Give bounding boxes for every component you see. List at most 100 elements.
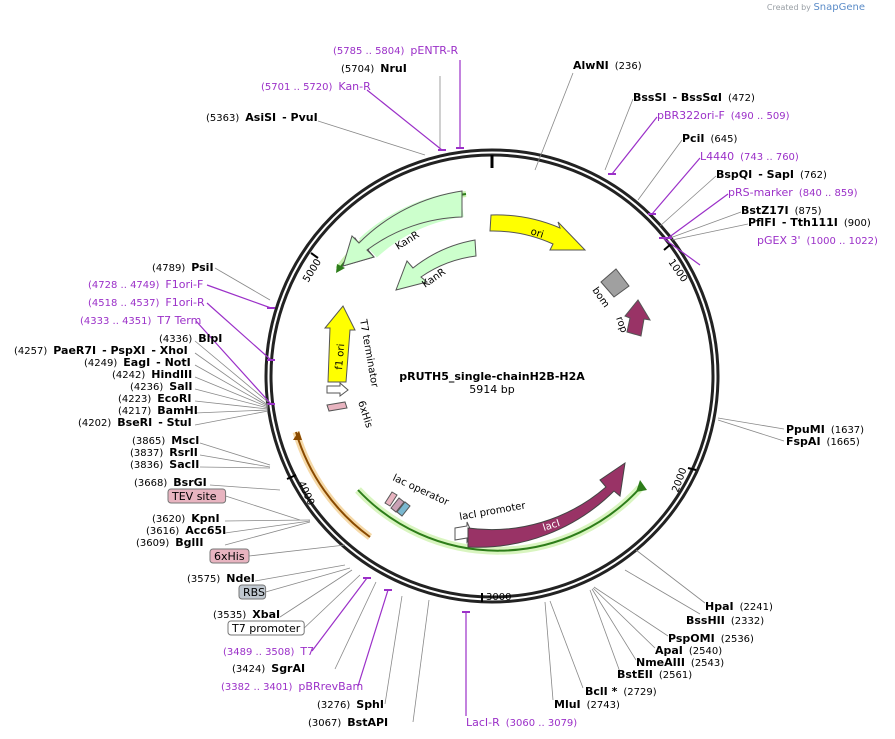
- label-pentr-r[interactable]: (5785 .. 5804)pENTR-R: [333, 44, 458, 57]
- callout-pflfi: [671, 223, 749, 241]
- label-bseri[interactable]: (4202)BseRI- StuI: [78, 416, 192, 429]
- label-mlui[interactable]: MluI(2743): [554, 698, 620, 711]
- feature-6xhis[interactable]: 6xHis: [326, 400, 374, 430]
- label-t7[interactable]: (3489 .. 3508)T7: [223, 645, 314, 658]
- svg-text:6xHis: 6xHis: [355, 400, 374, 430]
- label-rsrii[interactable]: (3837)RsrII: [130, 446, 198, 459]
- feature-orf-orange: [292, 431, 373, 540]
- label-sphi-part-1: SphI: [356, 698, 384, 711]
- label-bstapi[interactable]: (3067)BstAPI: [308, 716, 388, 729]
- label-bsrgi[interactable]: (3668)BsrGI: [134, 476, 207, 489]
- label-sgrai[interactable]: (3424)SgrAI: [232, 662, 305, 675]
- label-xbai[interactable]: (3535)XbaI: [213, 608, 280, 621]
- label-bsshii[interactable]: BssHII(2332): [686, 614, 764, 627]
- label-sacii-part-0: (3836): [130, 460, 163, 471]
- label-fspai[interactable]: FspAI(1665): [786, 435, 860, 448]
- boxed-feature-3[interactable]: T7 promoter: [231, 622, 301, 635]
- label-bspqi-part-2: (762): [800, 170, 827, 181]
- label-hpai[interactable]: HpaI(2241): [705, 600, 773, 613]
- label-pflfi-part-1: - Tth111I: [782, 216, 838, 229]
- label-laci-r[interactable]: LacI-R(3060 .. 3079): [466, 716, 577, 729]
- feature-rop[interactable]: rop: [613, 299, 651, 337]
- label-asisi-part-1: AsiSI: [245, 111, 276, 124]
- label-psii[interactable]: (4789)PsiI: [152, 261, 214, 274]
- label-hpai-part-0: HpaI: [705, 600, 734, 613]
- label-laci-r-part-1: (3060 .. 3079): [506, 718, 578, 729]
- label-bsssi[interactable]: BssSI- BssSαI(472): [633, 91, 755, 104]
- label-nrui[interactable]: (5704)NruI: [341, 62, 407, 75]
- label-hindiii[interactable]: (4242)HindIII: [112, 368, 192, 381]
- label-bstz17i[interactable]: BstZ17I(875): [741, 204, 822, 217]
- label-bsssi-part-1: - BssSαI: [673, 91, 722, 104]
- label-bamhi[interactable]: (4217)BamHI: [118, 404, 198, 417]
- label-t7term[interactable]: (4333 .. 4351)T7 Term: [80, 314, 201, 327]
- label-eagi-part-1: EagI: [123, 356, 150, 369]
- label-nrui-part-0: (5704): [341, 64, 374, 75]
- label-f1ori-r[interactable]: (4518 .. 4537)F1ori-R: [88, 296, 205, 309]
- box-1: [209, 548, 250, 564]
- callout-f1ori-r: [206, 302, 272, 361]
- label-sali[interactable]: (4236)SalI: [130, 380, 192, 393]
- label-ecori[interactable]: (4223)EcoRI: [118, 392, 191, 405]
- feature-kanr-1[interactable]: KanR: [342, 190, 464, 267]
- label-blpi[interactable]: (4336)BlpI: [159, 332, 222, 345]
- label-l4440[interactable]: L4440(743 .. 760): [700, 150, 799, 163]
- feature-bom[interactable]: bom: [590, 268, 630, 310]
- label-apai[interactable]: ApaI(2540): [655, 644, 722, 657]
- label-nmeaiii[interactable]: NmeAIII(2543): [636, 656, 724, 669]
- label-msci[interactable]: (3865)MscI: [132, 434, 199, 447]
- label-bglii[interactable]: (3609)BglII: [136, 536, 203, 549]
- feature-ori[interactable]: ori: [489, 214, 587, 251]
- callout-sgrai: [334, 581, 377, 670]
- callout-pbr322ori-f: [611, 116, 658, 175]
- feature-f1-ori[interactable]: f1 ori: [323, 305, 356, 383]
- label-pbr322ori-f[interactable]: pBR322ori-F(490 .. 509): [657, 109, 790, 122]
- label-alwni[interactable]: AlwNI(236): [573, 59, 642, 72]
- label-sacii[interactable]: (3836)SacII: [130, 458, 199, 471]
- boxed-feature-0[interactable]: TEV site: [171, 490, 217, 503]
- callout-blpi: [194, 340, 269, 403]
- label-rsrii-part-0: (3837): [130, 448, 163, 459]
- label-acc65i[interactable]: (3616)Acc65I: [146, 524, 226, 537]
- label-bspqi[interactable]: BspQI- SapI(762): [716, 168, 827, 181]
- callout-bstapi: [412, 599, 430, 723]
- label-pcii[interactable]: PciI(645): [682, 132, 737, 145]
- label-pgex3[interactable]: pGEX 3'(1000 .. 1022): [757, 234, 878, 247]
- label-acc65i-part-1: Acc65I: [185, 524, 226, 537]
- label-f1ori-f-part-1: F1ori-F: [165, 278, 203, 291]
- feature-lac-operator[interactable]: lac operator: [384, 473, 451, 517]
- callout-box-1: [248, 544, 346, 557]
- label-sphi[interactable]: (3276) SphI: [317, 698, 384, 711]
- boxed-feature-2[interactable]: RBS: [243, 586, 265, 599]
- callout-psii: [214, 267, 271, 301]
- label-f1ori-f-part-0: (4728 .. 4749): [88, 280, 160, 291]
- svg-text:rop: rop: [613, 315, 629, 334]
- label-f1ori-f[interactable]: (4728 .. 4749) F1ori-F: [88, 278, 203, 291]
- label-paer7i[interactable]: (4257)PaeR7I- PspXI- XhoI: [14, 344, 188, 357]
- label-bcli[interactable]: BclI *(2729): [585, 685, 657, 698]
- callout-pspomi: [593, 586, 669, 637]
- label-sphi-part-0: (3276): [317, 700, 350, 711]
- feature-kanr-2[interactable]: KanR: [395, 239, 477, 291]
- label-eagi[interactable]: (4249)EagI- NotI: [84, 356, 191, 369]
- label-ndei-part-0: (3575): [187, 574, 220, 585]
- label-pspomi[interactable]: PspOMI(2536): [668, 632, 754, 645]
- label-kan-r[interactable]: (5701 .. 5720)Kan-R: [261, 80, 371, 93]
- label-pcii-part-0: PciI: [682, 132, 704, 145]
- callout-kan-r: [366, 89, 443, 151]
- label-asisi[interactable]: (5363)AsiSI- PvuI: [206, 111, 318, 124]
- label-pbrrevbam[interactable]: (3382 .. 3401)pBRrevBam: [221, 680, 363, 693]
- label-ndei[interactable]: (3575)NdeI: [187, 572, 255, 585]
- label-psii-part-1: PsiI: [191, 261, 213, 274]
- label-ppumi[interactable]: PpuMI(1637): [786, 423, 864, 436]
- label-bspqi-part-1: - SapI: [758, 168, 794, 181]
- label-hindiii-part-0: (4242): [112, 370, 145, 381]
- label-bsshii-part-0: BssHII: [686, 614, 725, 627]
- label-kpni[interactable]: (3620)KpnI: [152, 512, 220, 525]
- label-pflfi[interactable]: PflFI- Tth111I(900): [748, 216, 871, 229]
- feature-laci[interactable]: lacI: [467, 461, 626, 548]
- label-prs-marker[interactable]: pRS-marker(840 .. 859): [728, 186, 858, 199]
- boxed-feature-1[interactable]: 6xHis: [214, 550, 245, 563]
- label-bsteii[interactable]: BstEII(2561): [617, 668, 692, 681]
- label-t7term-part-1: T7 Term: [156, 314, 201, 327]
